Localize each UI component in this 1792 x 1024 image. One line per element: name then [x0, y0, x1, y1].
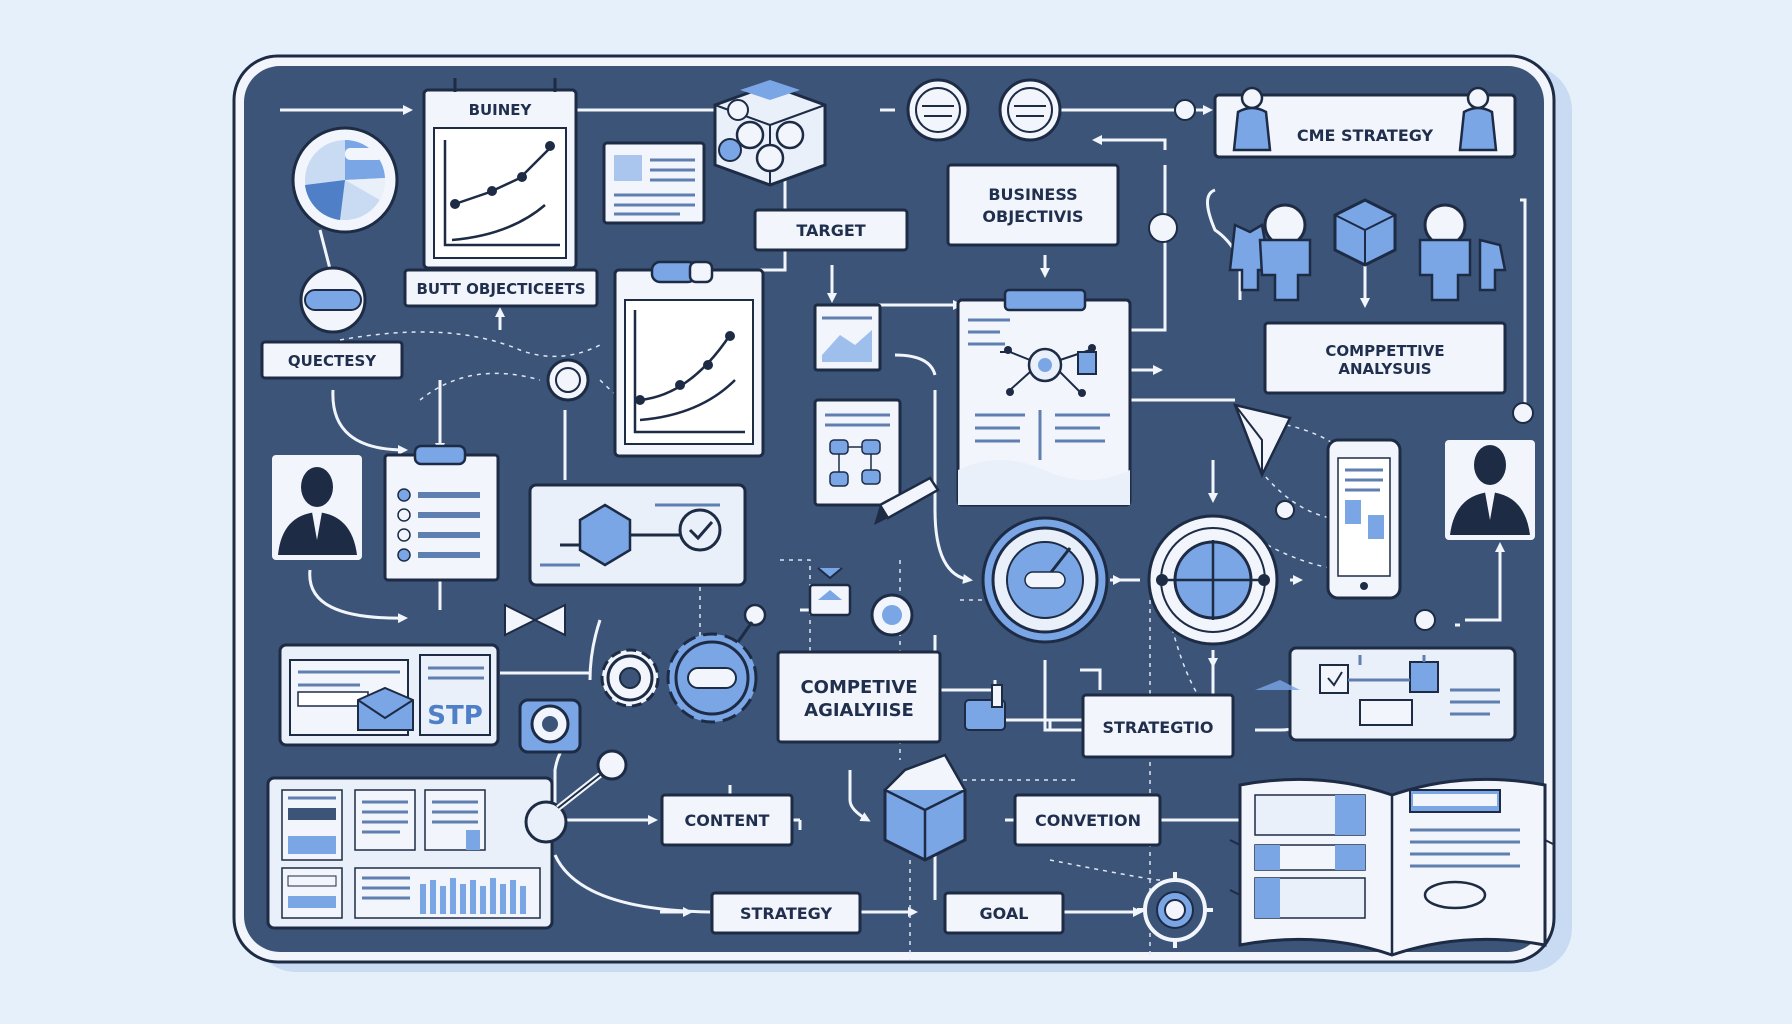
team-icons-group — [1228, 198, 1507, 302]
strategtio-box: STRATEGTIO — [1081, 693, 1235, 759]
butt-objectives-box: BUTT OBJECTICEETS — [403, 268, 599, 308]
central-document-icon — [956, 288, 1132, 507]
label-competitive-analysis-top-line2: ANALYSUIS — [1338, 360, 1431, 378]
gear-icon — [600, 648, 660, 708]
bowtie-connector-icon — [504, 603, 566, 637]
dashboard-card — [266, 776, 554, 930]
stp-card: STP — [278, 643, 500, 747]
person-icon — [1445, 440, 1535, 540]
label-convetion: CONVETION — [1035, 811, 1141, 830]
webcam-icon — [518, 698, 582, 754]
target-reticle-icon — [1137, 872, 1213, 948]
label-goal: GOAL — [980, 904, 1029, 923]
target-box: TARGET — [753, 208, 909, 252]
label-strategy: STRATEGY — [740, 904, 833, 923]
switch-icon — [964, 684, 1006, 731]
flowchart-card-icon — [813, 398, 902, 507]
mobile-phone-icon — [1326, 438, 1402, 600]
gear-icon — [666, 603, 767, 724]
target-dial-icon — [1147, 514, 1279, 646]
business-objectives-box: BUSINESS OBJECTIVIS — [946, 163, 1120, 247]
label-cme-strategy: CME STRATEGY — [1297, 126, 1434, 145]
content-box: CONTENT — [660, 793, 794, 847]
label-content: CONTENT — [685, 811, 770, 830]
label-competive-center-line1: COMPETIVE — [800, 677, 917, 698]
document-card-icon — [602, 141, 706, 225]
round-badge-icon — [906, 78, 970, 142]
open-book-icon — [1229, 777, 1556, 957]
label-quectesy: QUECTESY — [288, 352, 377, 370]
oval-badge-icon — [299, 266, 367, 334]
goal-box: GOAL — [943, 891, 1065, 935]
package-box-icon — [883, 753, 967, 862]
competive-center-box: COMPETIVE AGIALYIISE — [776, 650, 942, 744]
person-icon — [272, 455, 362, 560]
label-business-objectives-line1: BUSINESS — [988, 185, 1077, 204]
small-node-icon — [546, 99, 1534, 631]
quectesy-box: QUECTESY — [260, 340, 404, 380]
round-badge-icon — [998, 78, 1062, 142]
pie-chart-icon — [291, 126, 399, 234]
cme-strategy-box: CME STRATEGY — [1213, 86, 1517, 159]
label-stp: STP — [427, 701, 483, 731]
convetion-box: CONVETION — [1013, 793, 1162, 847]
label-strategtio: STRATEGTIO — [1102, 718, 1213, 737]
line-chart-card: BUINEY — [422, 78, 578, 270]
paper-plane-icon — [1232, 403, 1292, 479]
competitive-analysis-top-box: COMPPETTIVE ANALYSUIS — [1263, 321, 1507, 395]
label-competitive-analysis-top-line1: COMPPETTIVE — [1325, 342, 1444, 360]
process-card — [528, 483, 747, 587]
pen-icon — [874, 476, 940, 525]
label-target: TARGET — [796, 221, 865, 240]
magnifier-icon — [524, 749, 628, 844]
tag-icon — [808, 567, 852, 617]
checklist-clipboard — [383, 444, 500, 582]
label-buiney: BUINEY — [469, 101, 533, 119]
line-chart-clipboard — [613, 260, 765, 458]
target-node-icon — [870, 593, 914, 637]
label-butt-objectives: BUTT OBJECTICEETS — [416, 280, 585, 298]
workflow-card — [1255, 646, 1517, 742]
progress-dial-icon — [981, 516, 1109, 644]
label-business-objectives-line2: OBJECTIVIS — [982, 207, 1083, 226]
strategy-box: STRATEGY — [710, 891, 862, 935]
label-competive-center-line2: AGIALYIISE — [804, 700, 914, 721]
image-card-icon — [813, 303, 882, 372]
